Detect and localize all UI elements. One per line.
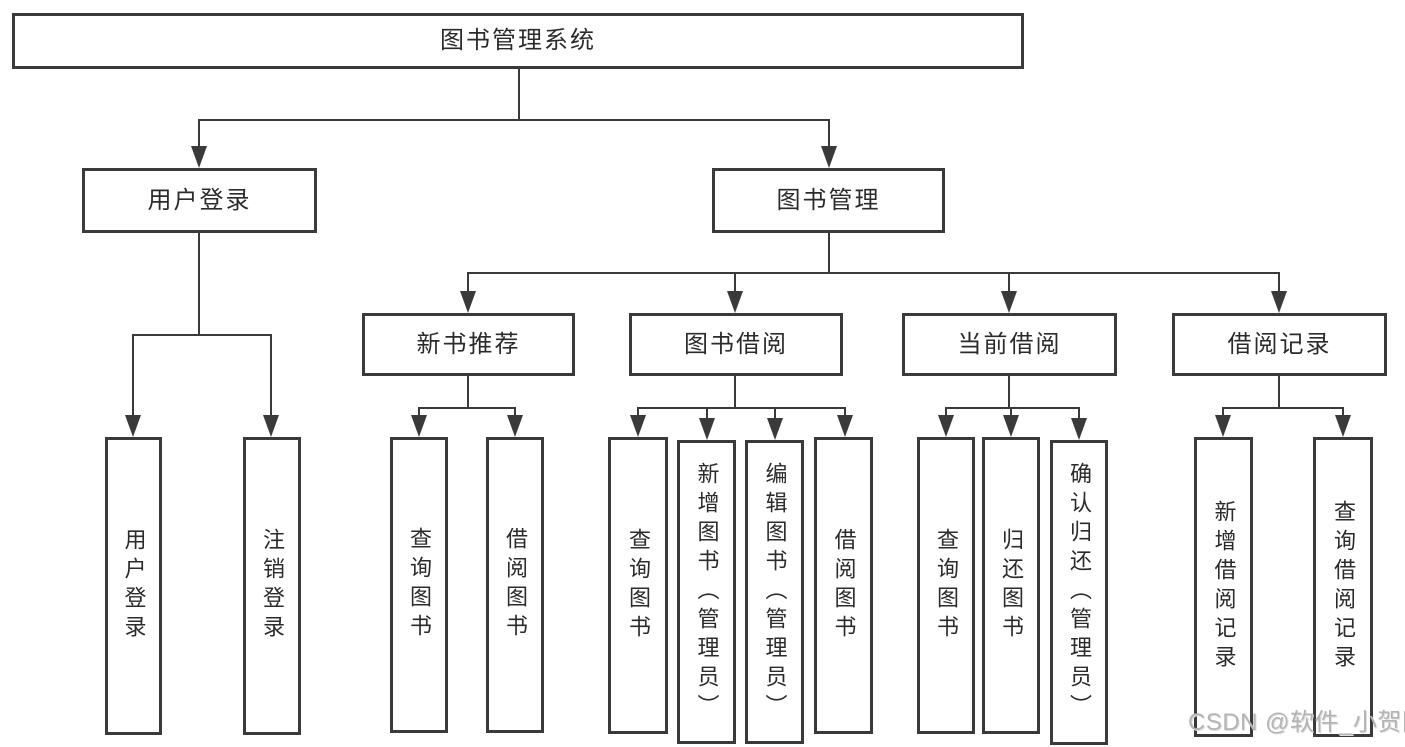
leaf-query-book-3: 查询图书 [917, 437, 975, 734]
arrow-down-icon [837, 415, 853, 437]
connector-line [270, 334, 272, 420]
connector-line [1278, 376, 1280, 409]
arrow-down-icon [1071, 418, 1087, 440]
connector-line [467, 272, 1280, 274]
arrow-down-icon [767, 418, 783, 440]
csdn-watermark: CSDN @软件_小贺同学 [1188, 709, 1405, 736]
arrow-down-icon [938, 415, 954, 437]
arrow-down-icon [191, 146, 207, 168]
leaf-query-book-1: 查询图书 [390, 437, 448, 733]
arrow-down-icon [1001, 291, 1017, 313]
connector-line [198, 119, 200, 150]
connector-line [1010, 407, 1012, 421]
connector-line [1222, 407, 1224, 421]
arrow-down-icon [263, 415, 279, 437]
arrow-down-icon [727, 291, 743, 313]
connector-line [418, 407, 420, 421]
leaf-add-book-admin: 新增图书（管理员） [677, 440, 736, 744]
arrow-down-icon [507, 415, 523, 437]
connector-line [514, 407, 516, 421]
leaf-return-book: 归还图书 [982, 437, 1040, 734]
arrow-down-icon [699, 418, 715, 440]
connector-line [637, 407, 639, 421]
connector-line [1078, 407, 1080, 423]
connector-line [1278, 272, 1280, 295]
connector-line [132, 334, 272, 336]
arrow-down-icon [630, 415, 646, 437]
connector-line [132, 334, 134, 420]
arrow-down-icon [821, 146, 837, 168]
connector-line [774, 407, 776, 423]
connector-line [467, 376, 469, 409]
node-current-borrow: 当前借阅 [902, 313, 1117, 376]
connector-line [945, 407, 1080, 409]
connector-line [198, 119, 830, 121]
leaf-add-borrow-record: 新增借阅记录 [1194, 437, 1253, 737]
connector-line [844, 407, 846, 421]
connector-line [828, 233, 830, 274]
arrow-down-icon [125, 415, 141, 437]
leaf-user-login: 用户登录 [105, 437, 162, 735]
connector-line [1008, 272, 1010, 295]
leaf-borrow-book-2: 借阅图书 [814, 437, 873, 734]
leaf-borrow-book-1: 借阅图书 [486, 437, 544, 733]
node-borrow-records: 借阅记录 [1172, 313, 1387, 376]
connector-line [734, 376, 736, 409]
connector-line [637, 407, 846, 409]
connector-line [518, 69, 520, 121]
leaf-edit-book-admin: 编辑图书（管理员） [745, 440, 804, 744]
node-book-borrow: 图书借阅 [629, 313, 843, 376]
node-user-login: 用户登录 [82, 168, 317, 233]
leaf-confirm-return-admin: 确认归还（管理员） [1050, 440, 1108, 745]
arrow-down-icon [1335, 415, 1351, 437]
connector-line [198, 233, 200, 336]
arrow-down-icon [1003, 415, 1019, 437]
connector-line [1008, 376, 1010, 409]
arrow-down-icon [1271, 291, 1287, 313]
arrow-down-icon [460, 291, 476, 313]
connector-line [945, 407, 947, 421]
connector-line [706, 407, 708, 423]
connector-line [1342, 407, 1344, 421]
arrow-down-icon [411, 415, 427, 437]
arrow-down-icon [1215, 415, 1231, 437]
connector-line [1222, 407, 1344, 409]
connector-line [734, 272, 736, 295]
connector-line [418, 407, 516, 409]
connector-line [828, 119, 830, 150]
node-book-management: 图书管理 [712, 168, 945, 233]
leaf-logout: 注销登录 [243, 437, 301, 735]
leaf-query-book-2: 查询图书 [608, 437, 668, 734]
leaf-query-borrow-record: 查询借阅记录 [1313, 437, 1373, 737]
connector-line [467, 272, 469, 295]
node-new-book-recommend: 新书推荐 [362, 313, 575, 376]
node-root: 图书管理系统 [12, 13, 1024, 69]
